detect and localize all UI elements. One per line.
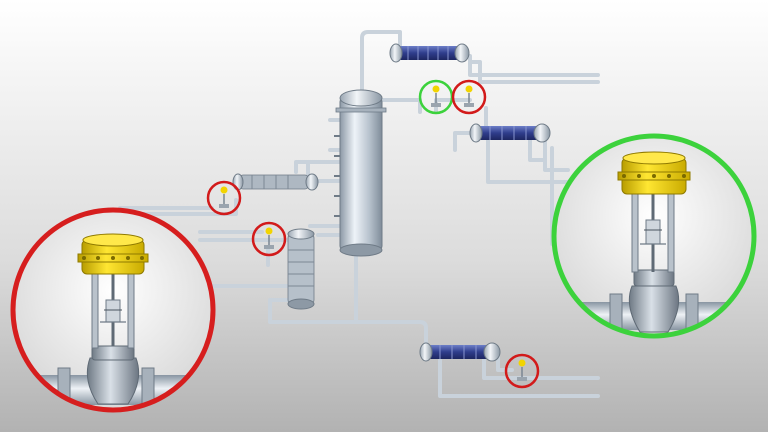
small-control-valve-4[interactable] — [451, 79, 487, 115]
distillation-column — [334, 89, 387, 257]
highlight-ring-red — [206, 180, 242, 216]
bottoms-cooler — [419, 342, 501, 362]
small-control-valve-2[interactable] — [251, 221, 287, 257]
reboiler — [287, 228, 315, 310]
callout-ring-red — [10, 207, 216, 413]
green-callout — [551, 133, 757, 339]
highlight-ring-red — [251, 221, 287, 257]
control-valve-icon — [560, 151, 754, 336]
highlight-ring-red — [504, 353, 540, 389]
small-control-valve-5[interactable] — [504, 353, 540, 389]
highlight-ring-red — [451, 79, 487, 115]
feed-preheater — [232, 173, 319, 191]
small-control-valve-1[interactable] — [206, 180, 242, 216]
overhead-condenser — [389, 43, 470, 63]
callout-ring-green — [551, 133, 757, 339]
right-heat-exchanger — [469, 123, 551, 143]
